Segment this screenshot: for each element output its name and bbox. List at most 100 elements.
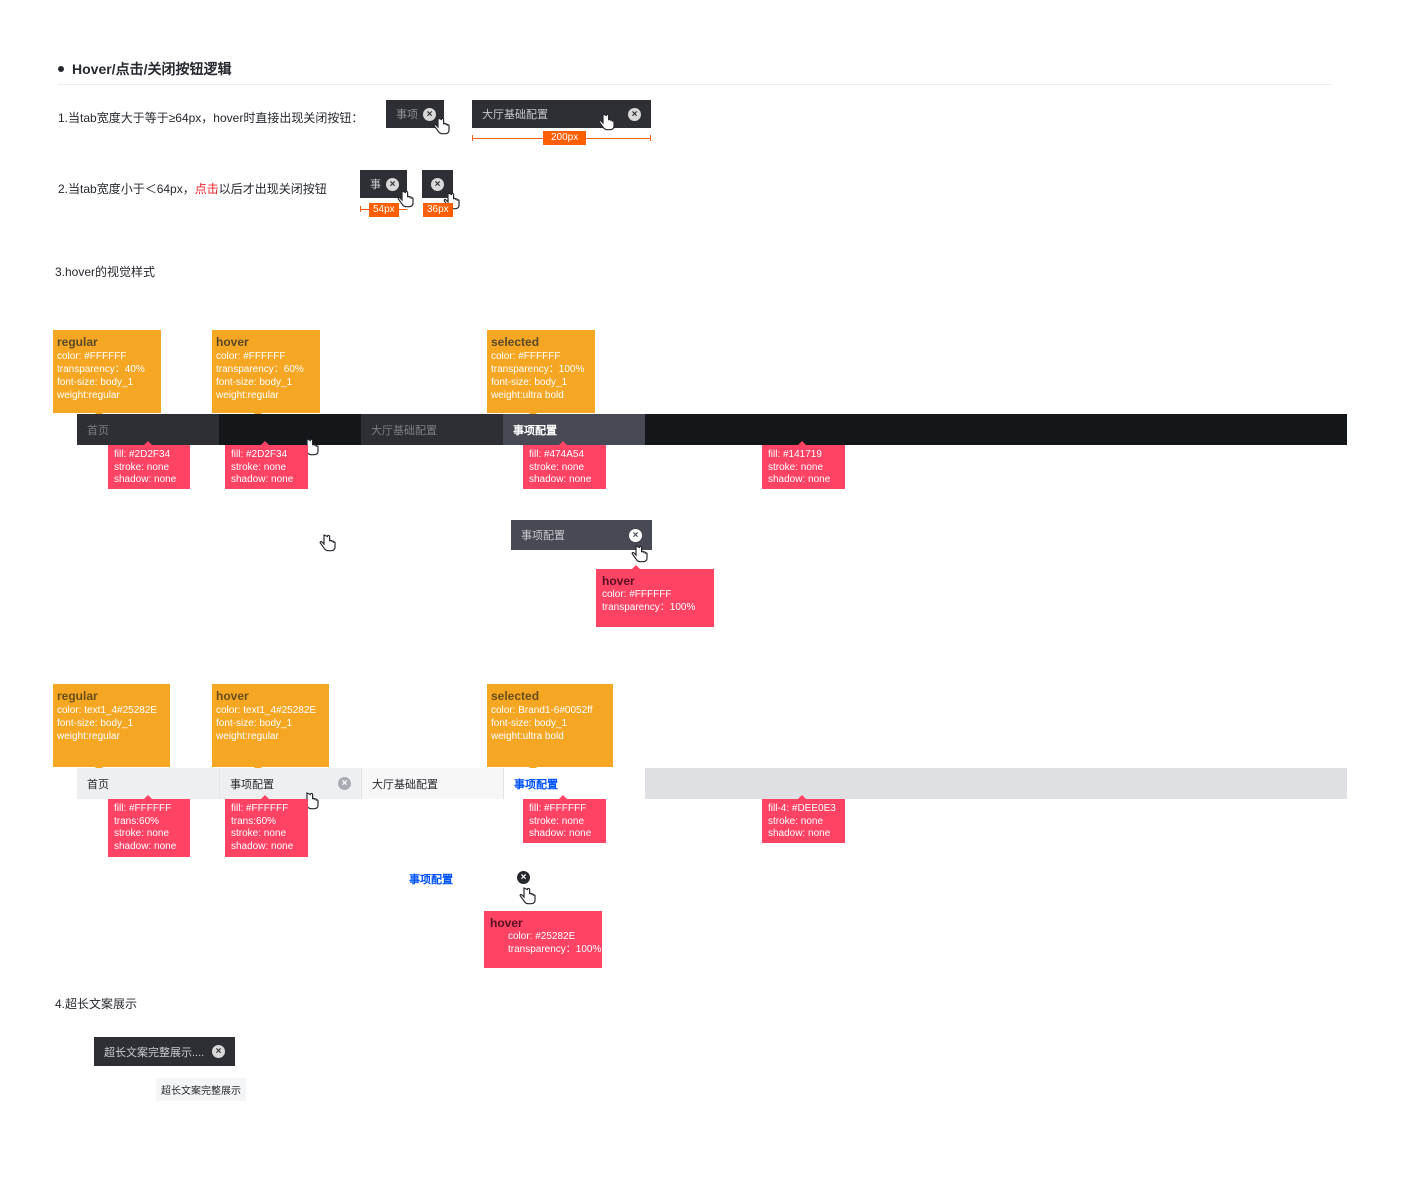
tab-item-config-selected[interactable]: 事项配置 [503,414,645,445]
note-line: font-size: body_1 [491,718,568,729]
tab-hall-config[interactable]: 大厅基础配置 [361,768,503,799]
note-title: selected [491,689,540,703]
note-line: fill: #2D2F34 [114,449,171,460]
note-line: transparency：100% [491,364,585,375]
note-line: shadow: none [768,474,831,485]
tab-item-config-hover[interactable]: 事项配置 × [219,768,361,799]
rule2-text-highlight: 点击 [194,182,219,196]
note-line: stroke: none [231,828,287,839]
close-icon[interactable]: × [628,107,641,121]
note-hover: hover color: #FFFFFF transparency：60% fo… [212,330,320,417]
note-regular: regular color: #FFFFFF transparency：40% … [53,330,161,417]
tab-icon-only[interactable]: × [422,170,453,198]
rule2-text-after: 以后才出现关闭按钮 [218,182,327,196]
note-line: weight:regular [216,731,279,742]
hand-cursor-icon [397,190,414,208]
note-line: transparency：40% [57,364,145,375]
divider [58,84,1332,85]
close-icon[interactable]: × [629,528,642,542]
note-line: trans:60% [114,815,160,827]
note-line: stroke: none [768,815,824,827]
note-line: transparency：100% [602,601,696,613]
note-line: shadow: none [768,828,831,839]
note-close-hover: hover color: #25282E transparency：100% [484,911,602,968]
note-line: fill: #2D2F34 [231,449,288,460]
measure-cap [650,135,651,141]
note-line: shadow: none [114,474,177,485]
rule2-text-before: 2.当tab宽度小于＜64px， [58,182,195,196]
note-line: shadow: none [231,474,294,485]
note-line: font-size: body_1 [216,377,293,388]
note-line: stroke: none [114,461,170,473]
section3-title: 3.hover的视觉样式 [55,265,156,279]
note-line: fill: #FFFFFF [114,803,172,814]
note-line: stroke: none [768,461,824,473]
note-close-hover: hover color: #FFFFFF transparency：100% [596,565,714,627]
note-line: transparency：60% [216,364,304,375]
note-fill: fill: #2D2F34 stroke: none shadow: none [108,441,190,489]
tab-small-hover[interactable]: 事项 × [386,100,444,128]
hand-cursor-icon [319,534,336,552]
dark-tab-bar: 首页 大厅基础配置 事项配置 [77,414,1347,445]
note-line: shadow: none [529,474,592,485]
note-title: hover [216,689,249,703]
tab-label: 事项配置 [521,530,565,542]
section4-title: 4.超长文案展示 [55,997,138,1011]
note-line: weight:regular [57,390,120,401]
tab-hall-config[interactable]: 大厅基础配置 [361,414,503,445]
note-title: hover [490,916,523,930]
hand-cursor-icon [433,117,450,135]
tab-label: 事项配置 [230,778,274,791]
note-line: shadow: none [114,840,177,852]
tab-home[interactable]: 首页 [77,768,219,799]
note-line: color: #25282E [508,931,576,942]
hand-cursor-icon [631,545,648,563]
note-line: color: text1_4#25282E [57,705,158,716]
note-line: stroke: none [114,828,170,839]
light-tab-bar: 首页 事项配置 × 大厅基础配置 事项配置 [77,768,1347,799]
tab-long-text[interactable]: 超长文案完整展示.... × [94,1037,235,1066]
note-fill: fill: #474A54 stroke: none shadow: none [523,441,606,489]
note-title: hover [602,574,635,588]
tab-hover[interactable] [219,414,361,445]
note-fill: fill: #141719 stroke: none shadow: none [762,441,845,489]
hand-cursor-icon [519,887,536,905]
tab-narrow-clicked[interactable]: 事 × [360,170,407,198]
close-icon[interactable]: × [386,177,399,191]
close-icon[interactable]: × [423,107,436,121]
note-title: selected [491,335,540,349]
note-line: weight:regular [57,731,120,742]
close-icon[interactable]: × [517,871,530,884]
note-line: fill-4: #DEE0E3 [768,803,836,814]
note-line: stroke: none [529,815,585,827]
measure-cap [360,206,361,212]
note-line: color: #FFFFFF [57,351,127,362]
hand-cursor-icon [598,113,615,131]
tab-label: 超长文案完整展示.... [104,1046,205,1059]
tab-close-demo-dark[interactable]: 事项配置 × [511,520,652,550]
measure-tag: 36px [423,203,453,217]
note-line: font-size: body_1 [491,377,568,388]
note-line: font-size: body_1 [216,718,293,729]
tab-close-demo-light[interactable]: 事项配置 [409,874,453,886]
close-icon[interactable]: × [431,177,444,191]
tab-label: 首页 [87,778,109,791]
close-icon[interactable]: × [212,1045,225,1058]
note-line: weight:ultra bold [491,731,564,742]
note-fill: fill: #2D2F34 stroke: none shadow: none [225,441,308,489]
section-title: Hover/点击/关闭按钮逻辑 [58,59,231,79]
close-icon[interactable]: × [338,777,351,790]
note-fill: fill: #FFFFFF trans:60% stroke: none sha… [225,795,308,857]
note-line: font-size: body_1 [57,718,134,729]
note-line: stroke: none [529,461,585,473]
tab-home[interactable]: 首页 [77,414,219,445]
tab-wide-hover[interactable]: 大厅基础配置 × [472,100,651,128]
note-line: font-size: body_1 [57,377,134,388]
rule1-text: 1.当tab宽度大于等于≥64px，hover时直接出现关闭按钮： [58,111,364,125]
note-selected: selected color: Brand1-6#0052ff font-siz… [487,684,613,771]
note-line: weight:ultra bold [491,390,564,401]
tab-label: 大厅基础配置 [372,778,438,791]
tab-item-config-selected[interactable]: 事项配置 [503,768,645,799]
note-title: regular [57,689,98,703]
note-line: color: #FFFFFF [216,351,286,362]
